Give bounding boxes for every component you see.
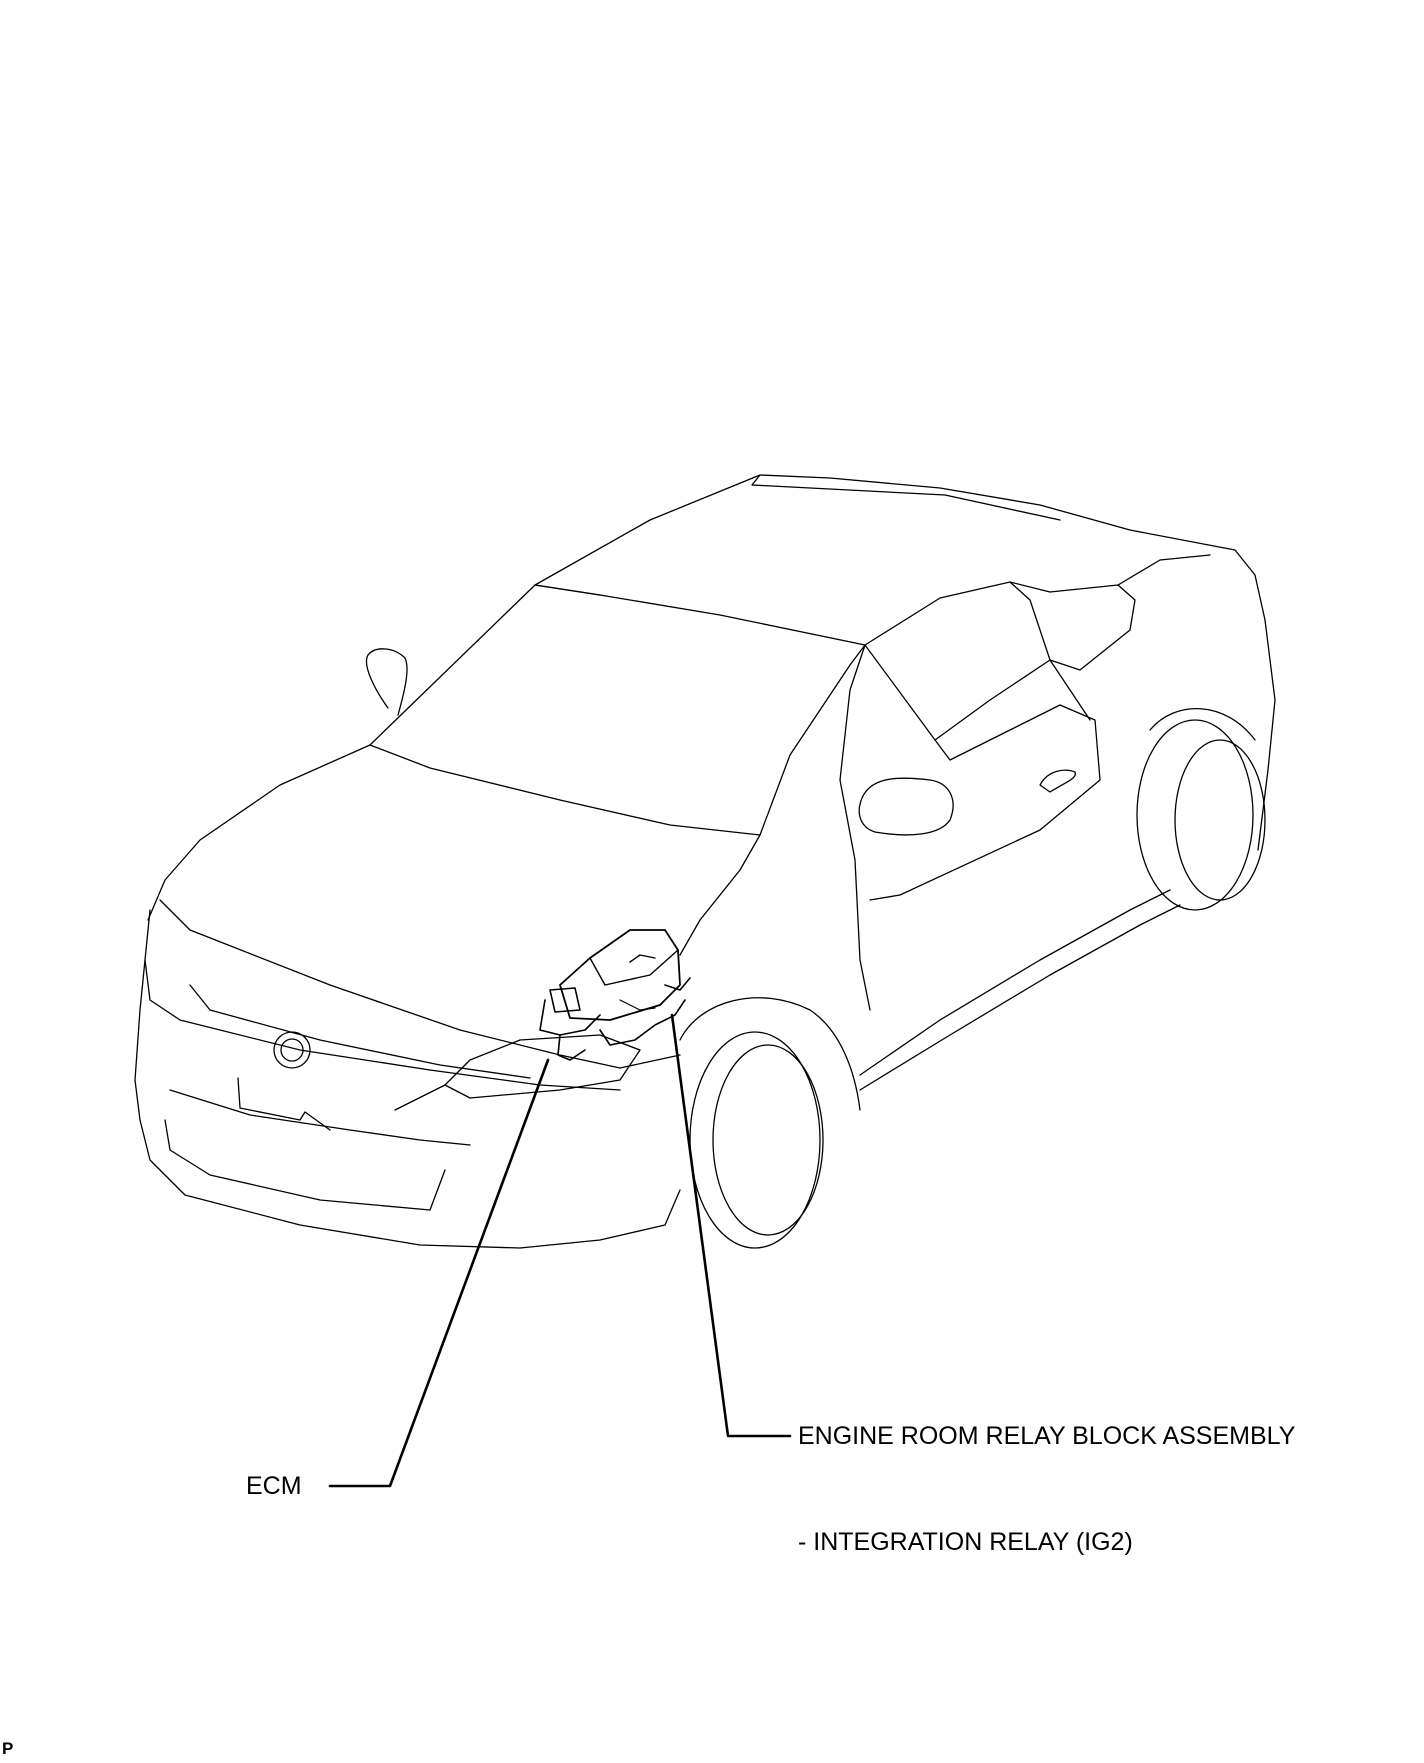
relay-block-label: ENGINE ROOM RELAY BLOCK ASSEMBLY	[798, 1422, 1296, 1450]
integration-relay-label: - INTEGRATION RELAY (IG2)	[798, 1528, 1133, 1556]
corner-mark: P	[2, 1739, 14, 1758]
ecm-leader-line	[328, 1058, 550, 1488]
relay-leader-line	[670, 1013, 792, 1438]
ecm-label: ECM	[246, 1472, 302, 1500]
car-body-outline	[134, 474, 1276, 1249]
